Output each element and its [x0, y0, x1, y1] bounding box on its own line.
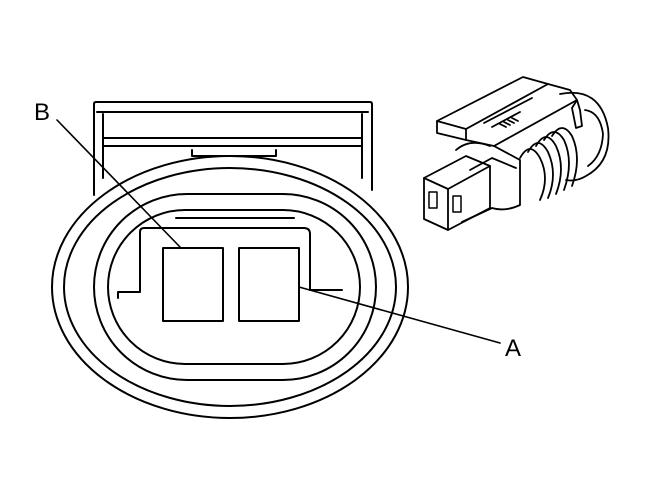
isometric-terminal-left	[428, 191, 438, 209]
callout-label-a: A	[505, 335, 521, 362]
connector-face-view	[51, 101, 501, 419]
connector-isometric-view	[423, 76, 610, 231]
isometric-terminal-right	[452, 195, 462, 213]
connector-inner-wall	[107, 209, 361, 365]
connector-seal-ring	[93, 193, 377, 381]
connector-rim	[63, 167, 397, 407]
leader-line-a	[298, 286, 501, 344]
leader-line-b	[56, 119, 181, 248]
terminal-cavity-a	[238, 247, 300, 322]
callout-label-b: B	[34, 99, 50, 126]
terminal-cavity-b	[162, 247, 224, 322]
connector-latch	[93, 101, 373, 196]
connector-outer-shell	[51, 155, 409, 419]
terminal-pocket-recess	[117, 227, 343, 299]
